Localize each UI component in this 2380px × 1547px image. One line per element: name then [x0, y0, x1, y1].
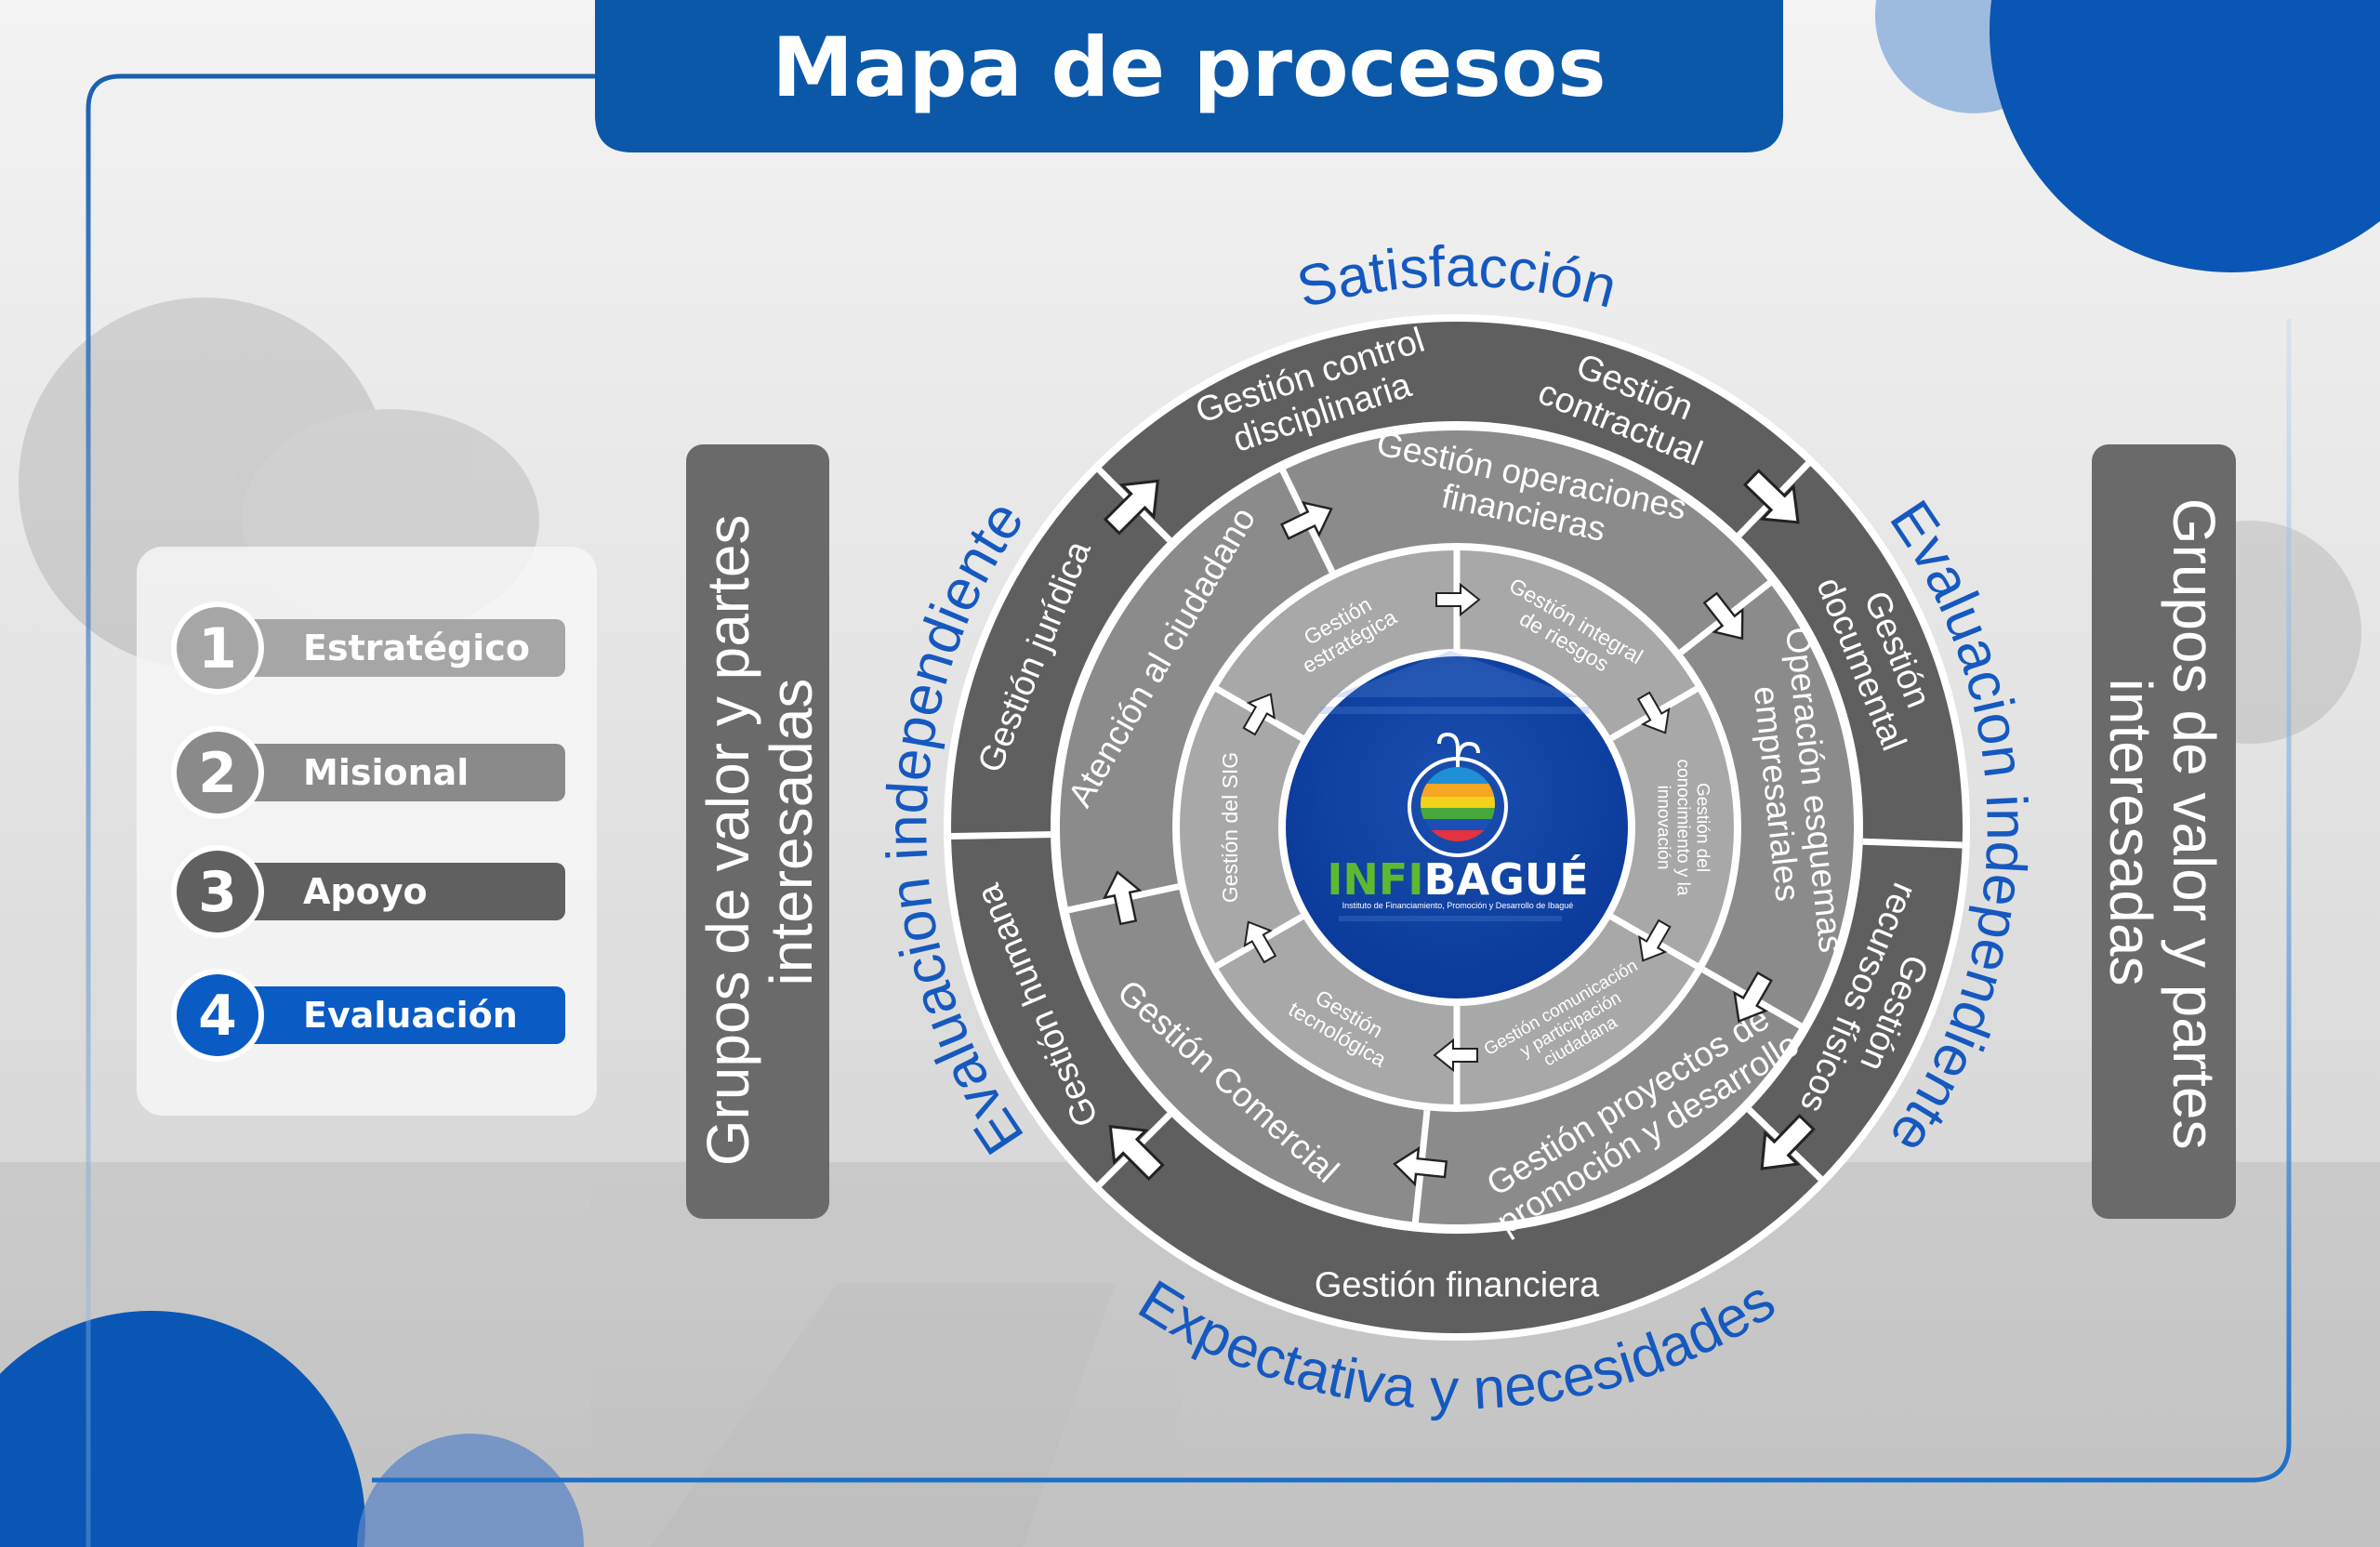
flow-arrow-icon [1742, 469, 1800, 524]
flow-arrow-icon [1280, 501, 1333, 540]
legend-number: 4 [198, 984, 237, 1049]
stakeholders-right-pillar: Grupos de valor y partes interesadas [2092, 444, 2236, 1219]
legend-number: 2 [198, 741, 237, 806]
flow-arrow-icon [1243, 920, 1277, 964]
legend-number: 1 [198, 616, 237, 681]
logo-tagline: Instituto de Financiamiento, Promoción y… [1342, 901, 1574, 910]
flow-arrow-icon [1733, 971, 1773, 1024]
decor-circle-light [357, 1434, 584, 1547]
legend-bar [242, 863, 565, 920]
flow-arrow-icon [1103, 870, 1143, 926]
legend-bar [242, 986, 565, 1044]
infibague-logo: INFIBAGUÉ Instituto de Financiamiento, P… [1320, 651, 1590, 921]
svg-text:Grupos de valor y partes: Grupos de valor y partes interesadas [2097, 498, 2228, 1167]
decor-circle-dark [1990, 0, 2380, 272]
process-label-line: Gestión financiera [1315, 1265, 1600, 1304]
legend-number-badge [177, 851, 258, 932]
flow-arrow-icon [1636, 691, 1671, 734]
logo-brand-white: BAGUÉ [1423, 854, 1588, 905]
legend-bar [242, 744, 565, 801]
page-title: Mapa de procesos [772, 20, 1606, 115]
frame-line-left [86, 73, 600, 1547]
process-label-line: Gestión del SIG [1218, 752, 1242, 903]
legend-bar [242, 619, 565, 677]
legend-number-badge [177, 974, 258, 1056]
flow-arrow-icon [1760, 1113, 1816, 1170]
legend-item-3: 3 Apoyo [171, 845, 565, 938]
flow-arrow-icon [1103, 479, 1159, 536]
legend-number-badge [177, 607, 258, 689]
flow-arrow-icon [1435, 582, 1481, 617]
process-support-5: Gestión financiera [1315, 1265, 1600, 1304]
legend-item-2: 2 Misional [171, 726, 565, 819]
frame-line-right [372, 319, 2292, 1483]
legend-item-4: 4 Evaluación [171, 969, 565, 1062]
stakeholders-right-line-2: interesadas [2097, 679, 2164, 986]
stakeholders-left-pillar: Grupos de valor y partes interesadas [686, 444, 829, 1219]
flow-arrow-icon [1393, 1146, 1448, 1187]
ring-divider [1862, 838, 1963, 849]
svg-text:INFIBAGUÉ: INFIBAGUÉ [1327, 854, 1588, 905]
process-label-line: conocimiento y la [1673, 760, 1692, 896]
stakeholders-left-line-2: interesadas [758, 679, 825, 986]
decor-circle-dark [0, 1311, 365, 1547]
process-label-line: Gestión del [1692, 783, 1712, 872]
flow-arrow-icon [1638, 919, 1672, 962]
stakeholders-right-line-1: Grupos de valor y partes [2161, 498, 2228, 1150]
title-banner: Mapa de procesos [595, 0, 1783, 152]
ring-divider [951, 831, 1051, 840]
globe-icon [1421, 767, 1495, 841]
logo-brand-green: INFI [1327, 854, 1423, 905]
legend-label: Evaluación [303, 995, 518, 1036]
legend-item-1: 1 Estratégico [171, 602, 565, 694]
flow-arrow-icon [1242, 693, 1276, 736]
process-strategic-5: Gestión del SIG [1218, 752, 1242, 903]
legend-label: Apoyo [303, 871, 428, 912]
flow-arrow-icon [1702, 591, 1744, 641]
legend-label: Estratégico [303, 628, 530, 668]
lamp-icon [1408, 732, 1508, 857]
legend-panel: 1 Estratégico 2 Misional 3 Apoyo 4 Evaluación [137, 547, 597, 1116]
svg-text:Grupos de valor y partes: Grupos de valor y partes interesadas [694, 498, 825, 1167]
flow-arrow-icon [1433, 1038, 1478, 1073]
legend-number-badge [177, 732, 258, 813]
stakeholders-left-line-1: Grupos de valor y partes [694, 515, 761, 1167]
process-label-line: innovación [1653, 786, 1673, 870]
legend-label: Misional [303, 752, 469, 793]
flow-arrow-icon [1108, 1125, 1165, 1182]
process-strategic-2: Gestión delconocimiento y lainnovación [1653, 760, 1712, 896]
legend-number: 3 [198, 860, 237, 925]
